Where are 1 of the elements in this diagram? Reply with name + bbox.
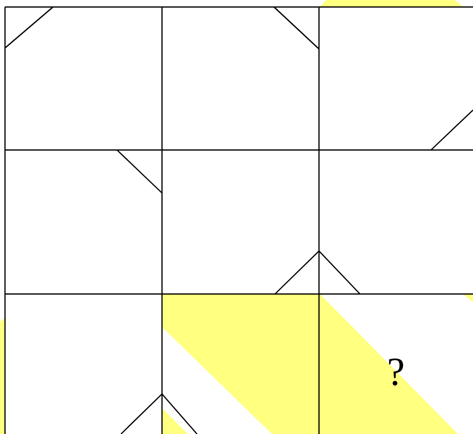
question-mark: ? [387, 352, 405, 392]
